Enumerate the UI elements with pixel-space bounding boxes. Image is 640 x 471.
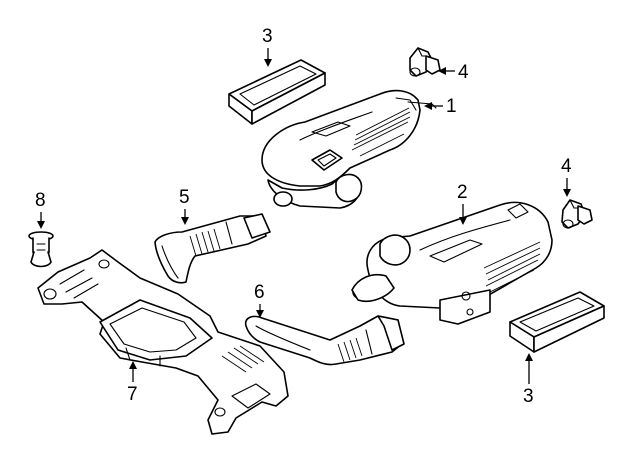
intake-duct-5 xyxy=(154,213,271,284)
callout-3-top: 3 xyxy=(262,26,273,67)
air-cleaner-housing-lower xyxy=(351,201,553,325)
svg-text:7: 7 xyxy=(127,384,138,405)
svg-text:2: 2 xyxy=(457,182,468,203)
callout-5: 5 xyxy=(179,187,190,225)
callout-4-right: 4 xyxy=(561,156,572,197)
svg-text:8: 8 xyxy=(35,190,46,211)
callout-2: 2 xyxy=(457,182,468,225)
svg-text:3: 3 xyxy=(262,26,273,47)
air-filter-element-bottom xyxy=(509,291,605,353)
svg-text:1: 1 xyxy=(446,96,457,117)
intake-duct-6 xyxy=(244,315,405,366)
svg-text:5: 5 xyxy=(179,187,190,208)
callout-4-top: 4 xyxy=(438,62,469,83)
clip-top xyxy=(409,47,441,77)
svg-text:4: 4 xyxy=(458,62,469,83)
intake-duct-7 xyxy=(37,249,289,435)
air-filter-element-top xyxy=(228,59,326,125)
callout-3-bottom: 3 xyxy=(523,353,534,407)
callout-6: 6 xyxy=(254,282,265,318)
push-clip xyxy=(28,231,54,268)
callout-7: 7 xyxy=(127,361,138,405)
clip-right xyxy=(561,199,593,229)
svg-text:4: 4 xyxy=(561,156,572,177)
callout-1: 1 xyxy=(424,96,457,117)
svg-text:6: 6 xyxy=(254,282,265,303)
air-cleaner-housing-upper xyxy=(261,89,437,209)
svg-text:3: 3 xyxy=(523,386,534,407)
callout-8: 8 xyxy=(35,190,46,229)
